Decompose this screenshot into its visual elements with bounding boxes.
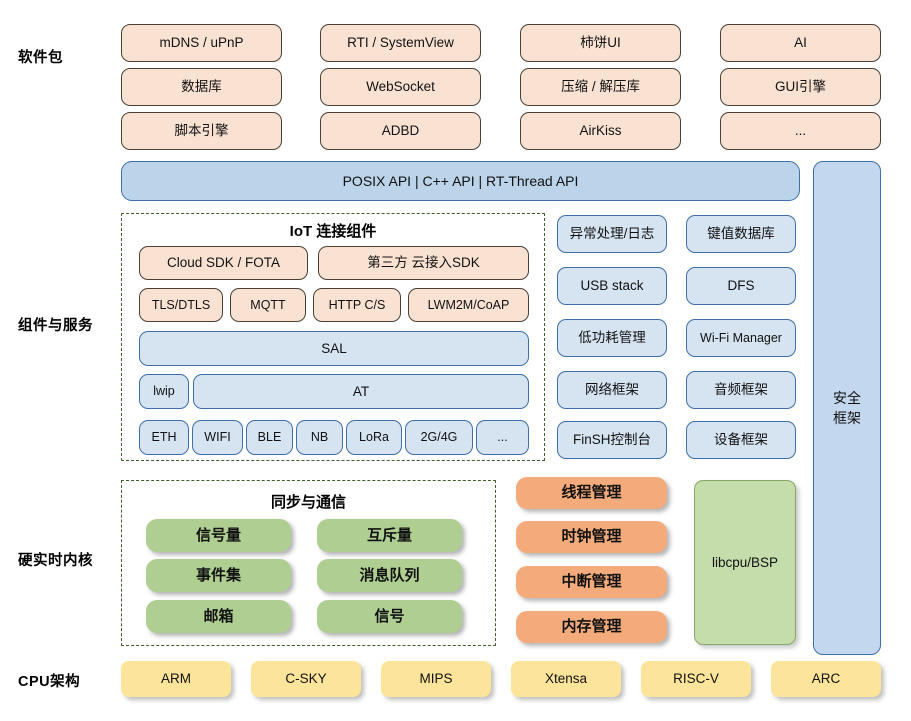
cpu-arch-item[interactable]: RISC-V — [641, 661, 751, 697]
kernel-management-item[interactable]: 中断管理 — [516, 566, 667, 598]
software-package-item[interactable]: RTI / SystemView — [320, 24, 481, 62]
api-bar: POSIX API | C++ API | RT-Thread API — [121, 161, 800, 201]
iot-protocol-item[interactable]: TLS/DTLS — [139, 288, 223, 322]
component-item[interactable]: 设备框架 — [686, 421, 796, 459]
cpu-arch-item[interactable]: ARM — [121, 661, 231, 697]
component-item[interactable]: 低功耗管理 — [557, 319, 667, 357]
section-label-hard-realtime-kernel: 硬实时内核 — [18, 553, 93, 569]
component-item[interactable]: 音频框架 — [686, 371, 796, 409]
kernel-sync-item[interactable]: 信号 — [317, 600, 462, 633]
kernel-management-item[interactable]: 内存管理 — [516, 611, 667, 643]
iot-link-item[interactable]: WIFI — [192, 420, 243, 455]
iot-sdk-item[interactable]: 第三方 云接入SDK — [318, 246, 529, 280]
component-item[interactable]: 网络框架 — [557, 371, 667, 409]
iot-protocol-item[interactable]: HTTP C/S — [313, 288, 401, 322]
iot-link-item[interactable]: ETH — [139, 420, 189, 455]
sync-group-frame — [121, 480, 496, 646]
component-item[interactable]: DFS — [686, 267, 796, 305]
section-label-components-services: 组件与服务 — [18, 318, 93, 334]
software-package-item[interactable]: AirKiss — [520, 112, 681, 150]
libcpu-bsp-block[interactable]: libcpu/BSP — [694, 480, 796, 645]
kernel-management-item[interactable]: 线程管理 — [516, 477, 667, 509]
component-item[interactable]: FinSH控制台 — [557, 421, 667, 459]
component-item[interactable]: 键值数据库 — [686, 215, 796, 253]
software-package-item[interactable]: ... — [720, 112, 881, 150]
kernel-sync-item[interactable]: 信号量 — [146, 519, 291, 552]
section-label-software-package: 软件包 — [18, 50, 63, 66]
iot-link-item[interactable]: 2G/4G — [405, 420, 473, 455]
software-package-item[interactable]: 柿饼UI — [520, 24, 681, 62]
iot-lwip-box[interactable]: lwip — [139, 374, 189, 409]
cpu-arch-item[interactable]: MIPS — [381, 661, 491, 697]
software-package-item[interactable]: 数据库 — [121, 68, 282, 106]
kernel-sync-item[interactable]: 邮箱 — [146, 600, 291, 633]
software-package-item[interactable]: WebSocket — [320, 68, 481, 106]
iot-protocol-item[interactable]: LWM2M/CoAP — [408, 288, 529, 322]
cpu-arch-item[interactable]: ARC — [771, 661, 881, 697]
cpu-arch-item[interactable]: Xtensa — [511, 661, 621, 697]
iot-protocol-item[interactable]: MQTT — [230, 288, 306, 322]
iot-link-item[interactable]: LoRa — [346, 420, 402, 455]
software-package-item[interactable]: GUI引擎 — [720, 68, 881, 106]
software-package-item[interactable]: mDNS / uPnP — [121, 24, 282, 62]
kernel-sync-item[interactable]: 事件集 — [146, 559, 291, 592]
software-package-item[interactable]: AI — [720, 24, 881, 62]
software-package-item[interactable]: ADBD — [320, 112, 481, 150]
iot-link-item[interactable]: NB — [296, 420, 343, 455]
cpu-arch-item[interactable]: C-SKY — [251, 661, 361, 697]
iot-group-frame — [121, 213, 545, 461]
kernel-sync-item[interactable]: 消息队列 — [317, 559, 462, 592]
kernel-management-item[interactable]: 时钟管理 — [516, 521, 667, 553]
security-framework-line2: 框架 — [833, 410, 861, 426]
iot-link-item[interactable]: ... — [476, 420, 529, 455]
iot-group-title: IoT 连接组件 — [289, 223, 377, 240]
software-package-item[interactable]: 压缩 / 解压库 — [520, 68, 681, 106]
kernel-sync-item[interactable]: 互斥量 — [317, 519, 462, 552]
sync-group-title: 同步与通信 — [270, 494, 346, 511]
iot-link-item[interactable]: BLE — [246, 420, 293, 455]
software-package-item[interactable]: 脚本引擎 — [121, 112, 282, 150]
component-item[interactable]: Wi-Fi Manager — [686, 319, 796, 357]
component-item[interactable]: 异常处理/日志 — [557, 215, 667, 253]
iot-at-box[interactable]: AT — [193, 374, 529, 409]
iot-sdk-item[interactable]: Cloud SDK / FOTA — [139, 246, 308, 280]
component-item[interactable]: USB stack — [557, 267, 667, 305]
iot-sal-bar[interactable]: SAL — [139, 331, 529, 366]
section-label-cpu-arch: CPU架构 — [18, 674, 81, 690]
security-framework-column[interactable]: 安全 框架 — [813, 161, 881, 655]
security-framework-line1: 安全 — [833, 389, 861, 406]
